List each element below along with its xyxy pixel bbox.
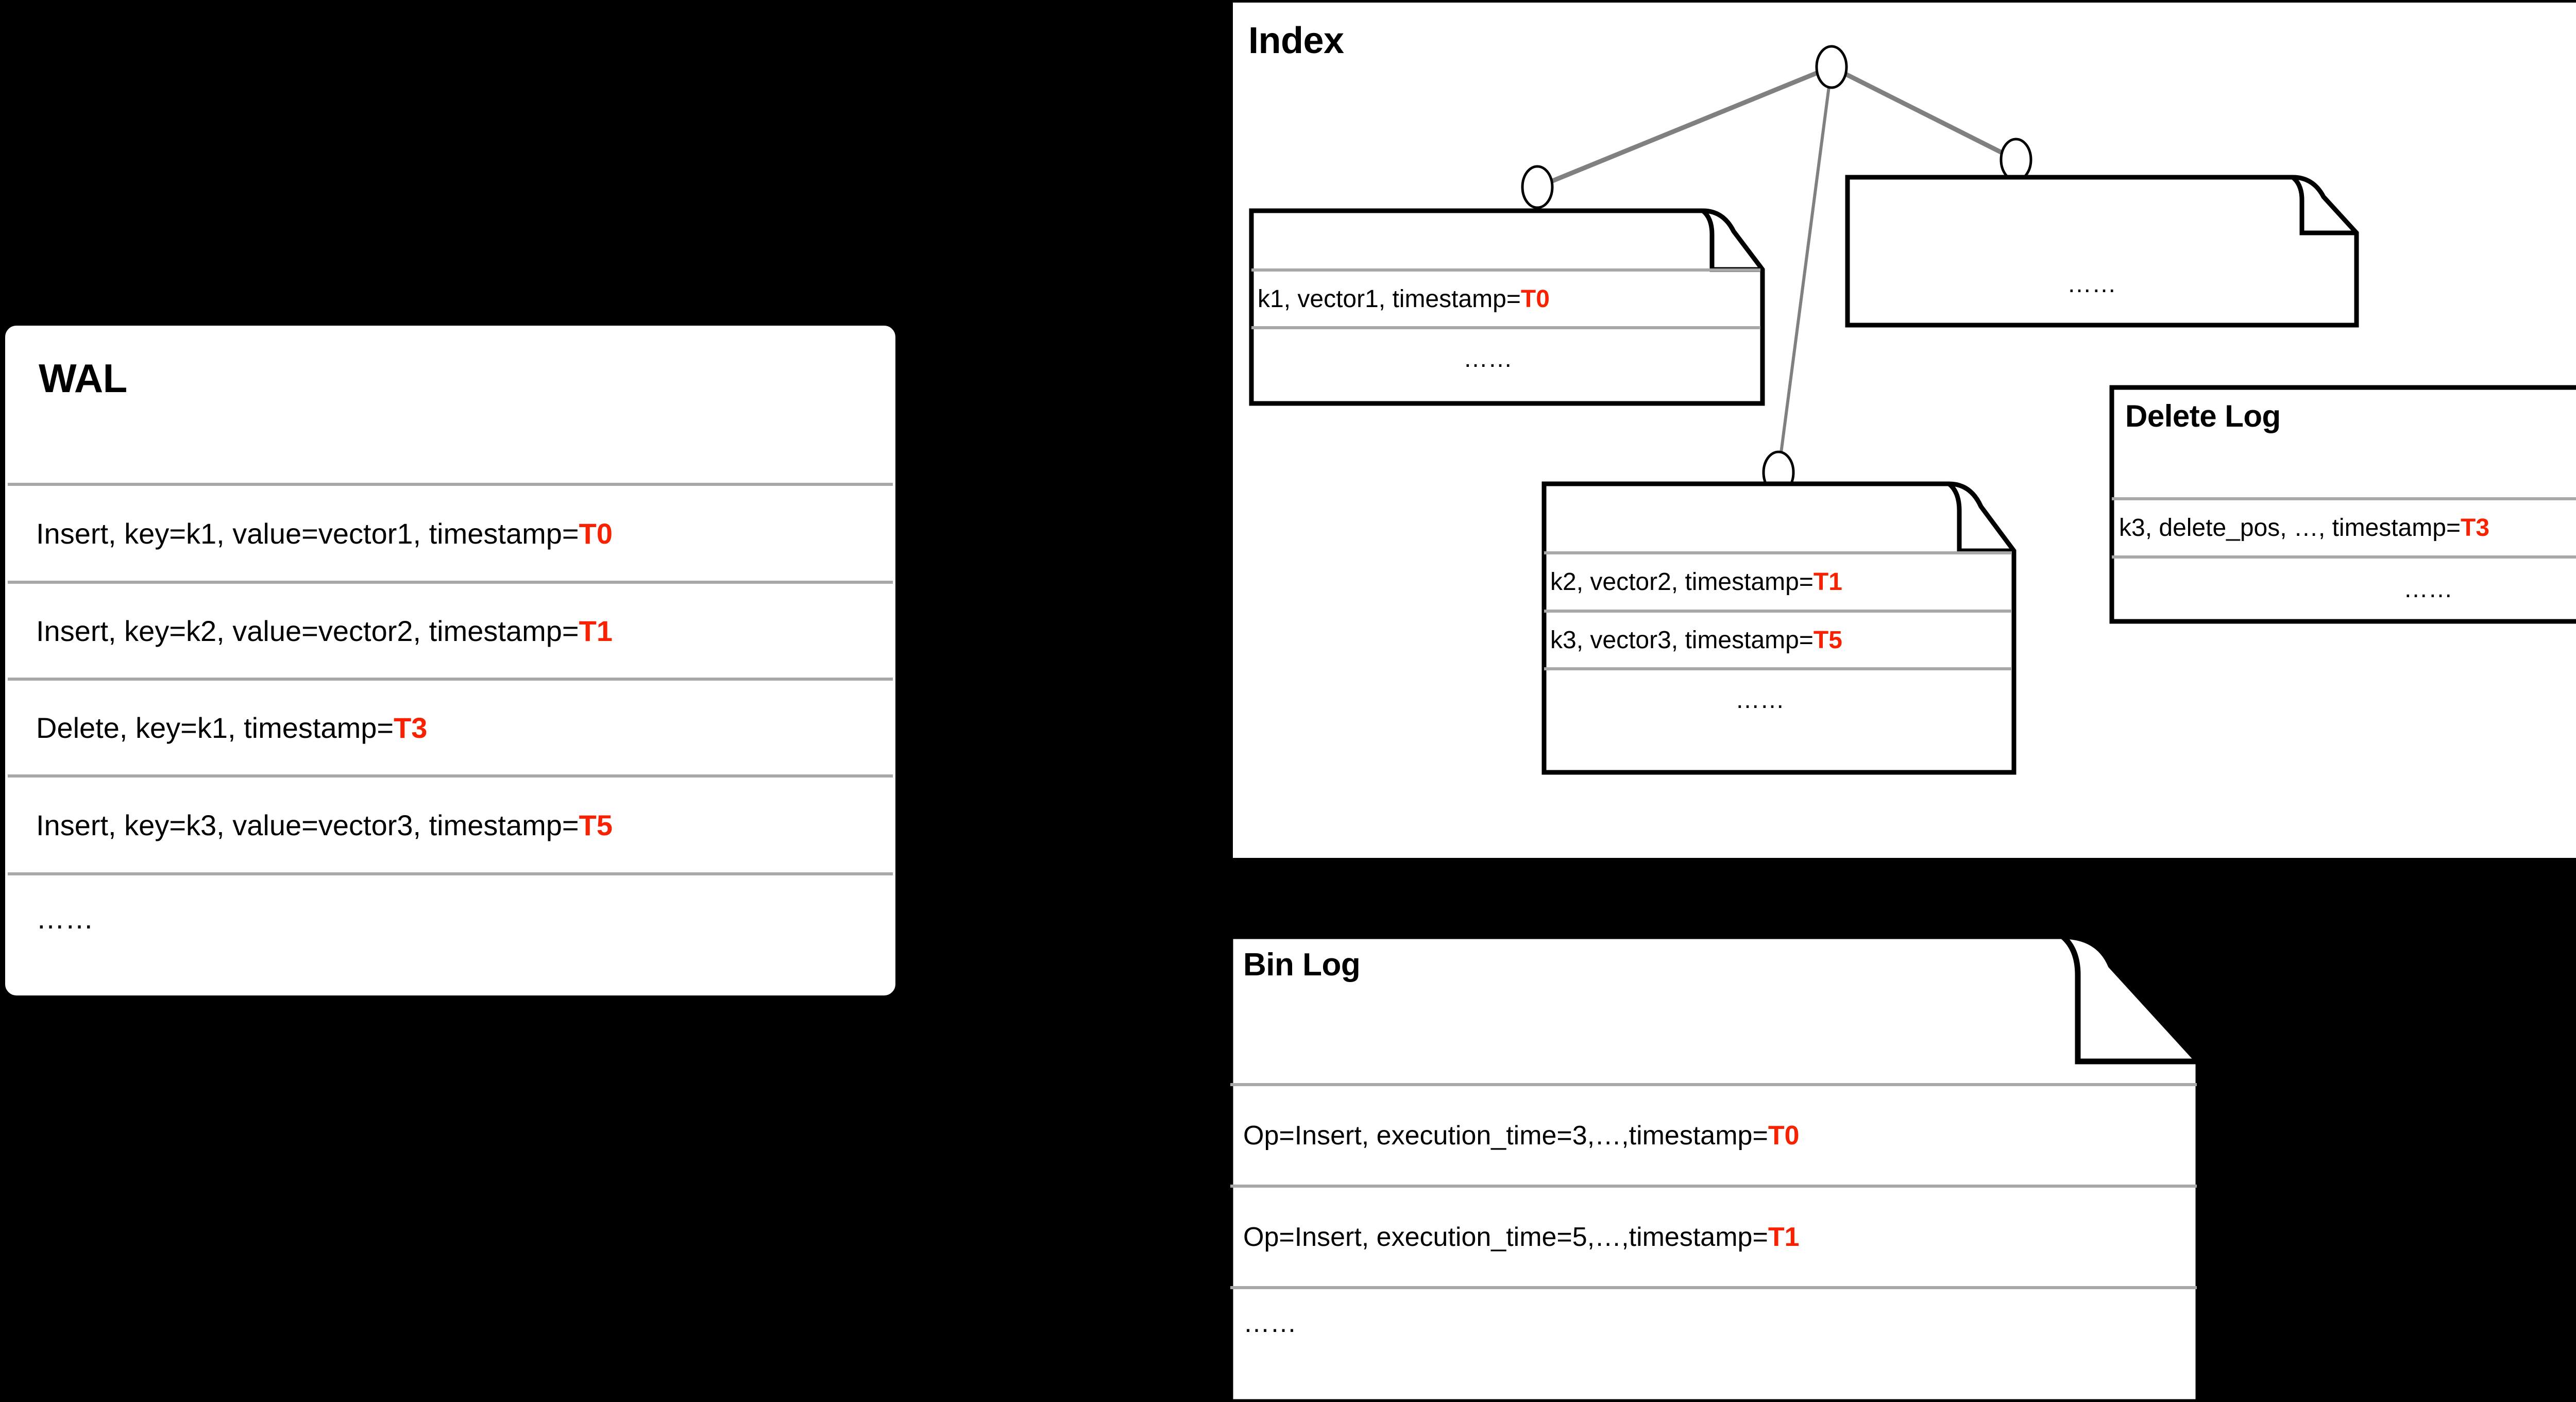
leaf-k2k3-row-timestamp: T5 xyxy=(1813,626,1842,654)
bin-log-row: Op=Insert, execution_time=3,…,timestamp=… xyxy=(1243,1086,1800,1185)
leaf-right-ellipsis: …… xyxy=(2067,271,2116,298)
wal-panel: WAL Insert, key=k1, value=vector1, times… xyxy=(5,326,895,995)
wal-row-text: Insert, key=k2, value=vector2, timestamp… xyxy=(36,614,579,647)
leaf-k2k3-row: k3, vector3, timestamp=T5 xyxy=(1550,613,1842,667)
index-leaf-k2k3-card: k2, vector2, timestamp=T1 k3, vector3, t… xyxy=(1541,481,2016,775)
bin-log-title: Bin Log xyxy=(1243,947,1361,983)
tree-node-root xyxy=(1815,45,1848,89)
leaf-k2k3-row-timestamp: T1 xyxy=(1813,568,1842,596)
leaf-k2k3-ellipsis: …… xyxy=(1735,686,1785,714)
leaf-k2k3-rule-3 xyxy=(1544,667,2012,670)
doc-outline xyxy=(1227,933,2201,1402)
wal-row-timestamp: T1 xyxy=(579,614,613,647)
bin-log-card: Bin Log Op=Insert, execution_time=3,…,ti… xyxy=(1227,933,2201,1402)
tree-edge-root-right xyxy=(1830,64,2018,162)
wal-rule-3 xyxy=(8,678,893,681)
leaf-k1-row: k1, vector1, timestamp=T0 xyxy=(1258,272,1550,326)
leaf-k2k3-row-text: k3, vector3, timestamp= xyxy=(1550,626,1814,654)
doc-outline xyxy=(2109,385,2576,624)
leaf-k2k3-row: k2, vector2, timestamp=T1 xyxy=(1550,554,1842,610)
index-panel: Index k1, vector1, timestamp=T0 xyxy=(1233,3,2576,858)
leaf-k2k3-rule-2 xyxy=(1544,610,2012,613)
wal-row: Insert, key=k1, value=vector1, timestamp… xyxy=(36,486,613,581)
bin-log-row: Op=Insert, execution_time=5,…,timestamp=… xyxy=(1243,1188,1800,1286)
leaf-k1-rule-2 xyxy=(1251,326,1760,329)
tree-edge-root-left xyxy=(1536,64,1833,190)
delete-log-title: Delete Log xyxy=(2125,399,2281,433)
bin-log-row-text: Op=Insert, execution_time=5,…,timestamp= xyxy=(1243,1222,1768,1252)
wal-rule-5 xyxy=(8,872,893,875)
bin-log-ellipsis: …… xyxy=(1243,1308,1297,1338)
bin-log-row-text: Op=Insert, execution_time=3,…,timestamp= xyxy=(1243,1120,1768,1151)
leaf-k1-ellipsis: …… xyxy=(1463,345,1513,373)
tree-edge-root-bottom xyxy=(1777,66,1833,473)
doc-fold xyxy=(2060,934,2198,1065)
wal-rule-1 xyxy=(8,483,893,486)
delete-log-rule-2 xyxy=(2112,555,2576,559)
wal-rule-4 xyxy=(8,774,893,778)
wal-row: Delete, key=k1, timestamp=T3 xyxy=(36,681,427,774)
delete-log-rule-1 xyxy=(2112,497,2576,500)
wal-row-timestamp: T3 xyxy=(394,711,428,744)
wal-row-text: Insert, key=k3, value=vector3, timestamp… xyxy=(36,808,579,841)
wal-row: Insert, key=k2, value=vector2, timestamp… xyxy=(36,584,613,678)
bin-log-rule-3 xyxy=(1230,1286,2197,1289)
leaf-k1-rule-1 xyxy=(1251,268,1760,272)
bin-log-row-timestamp: T1 xyxy=(1768,1222,1800,1252)
wal-row-timestamp: T5 xyxy=(579,808,613,841)
bin-log-row-timestamp: T0 xyxy=(1768,1120,1800,1151)
bin-log-rule-1 xyxy=(1230,1083,2197,1086)
delete-log-row-timestamp: T3 xyxy=(2461,514,2490,542)
wal-row-timestamp: T0 xyxy=(579,517,613,550)
delete-log-card: Delete Log k3, delete_pos, …, timestamp=… xyxy=(2109,385,2576,624)
index-leaf-right-card: …… xyxy=(1845,175,2359,328)
tree-node-left xyxy=(1521,165,1554,209)
wal-rule-2 xyxy=(8,581,893,584)
delete-log-ellipsis: …… xyxy=(2403,576,2453,603)
wal-ellipsis: …… xyxy=(36,902,94,935)
doc-fold xyxy=(2291,175,2357,235)
doc-fold xyxy=(1947,482,2014,553)
tree-node-right xyxy=(1999,138,2032,182)
leaf-k1-row-text: k1, vector1, timestamp= xyxy=(1258,285,1521,313)
wal-title: WAL xyxy=(39,356,127,401)
leaf-k2k3-row-text: k2, vector2, timestamp= xyxy=(1550,568,1814,596)
wal-row: Insert, key=k3, value=vector3, timestamp… xyxy=(36,778,613,872)
wal-row-text: Delete, key=k1, timestamp= xyxy=(36,711,394,744)
bin-log-rule-2 xyxy=(1230,1185,2197,1188)
delete-log-row-text: k3, delete_pos, …, timestamp= xyxy=(2119,514,2461,542)
index-leaf-k1-card: k1, vector1, timestamp=T0 …… xyxy=(1249,208,1765,406)
leaf-k1-row-timestamp: T0 xyxy=(1520,285,1550,313)
delete-log-row: k3, delete_pos, …, timestamp=T3 xyxy=(2119,500,2489,555)
wal-row-text: Insert, key=k1, value=vector1, timestamp… xyxy=(36,517,579,550)
index-title: Index xyxy=(1248,20,1344,61)
leaf-k2k3-rule-1 xyxy=(1544,551,2012,554)
